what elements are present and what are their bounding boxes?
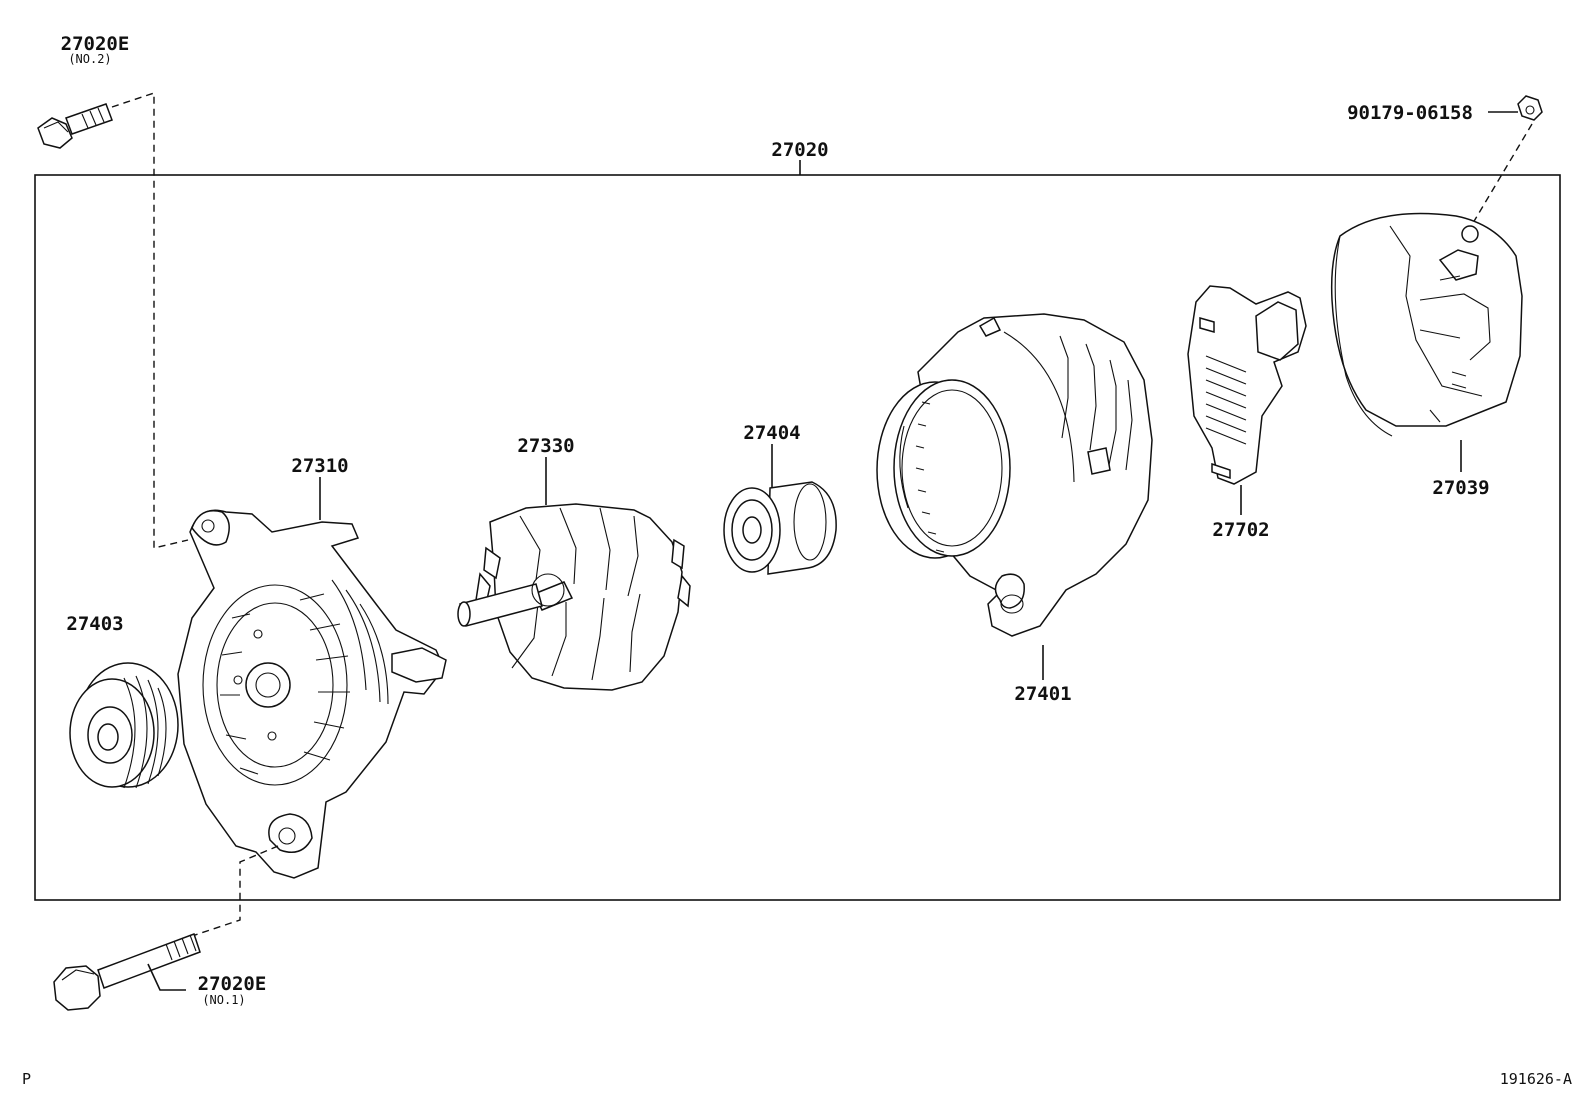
drive-end-frame-number: 27310 <box>291 455 348 477</box>
bearing-drawing <box>723 481 837 575</box>
footer-left-mark: P <box>22 1070 31 1088</box>
screw-90179-dashed-path <box>1469 123 1533 229</box>
stator-frame-drawing <box>876 313 1153 637</box>
pulley-drawing <box>69 662 179 789</box>
screw-90179-number: 90179-06158 <box>1347 102 1473 124</box>
rotor-drawing <box>457 503 691 691</box>
bolt-no1-note: (NO.1) <box>202 993 245 1007</box>
drive-end-frame-drawing <box>177 509 447 879</box>
rear-cover-drawing <box>1330 212 1523 437</box>
pulley-number: 27403 <box>66 613 123 635</box>
bolt-no1-leader <box>147 963 186 991</box>
rotor-number: 27330 <box>517 435 574 457</box>
screw-90179-drawing <box>1517 95 1543 121</box>
bolt-no2-dashed-path <box>111 92 189 549</box>
regulator-number: 27702 <box>1212 519 1269 541</box>
bolt-no1-number: 27020E <box>198 973 267 995</box>
bolt-no2-note: (NO.2) <box>68 52 111 66</box>
bolt-no1-dashed-path <box>191 845 279 937</box>
assembly-frame <box>34 174 1561 901</box>
regulator-drawing <box>1187 285 1307 485</box>
bolt-no2-number: 27020E <box>61 33 130 55</box>
bearing-number: 27404 <box>743 422 800 444</box>
stator-frame-number: 27401 <box>1014 683 1071 705</box>
bolt-no1-drawing <box>53 933 201 1011</box>
assembly-label: 27020 <box>771 139 828 161</box>
rear-cover-number: 27039 <box>1432 477 1489 499</box>
footer-illustration-code: 191626-A <box>1500 1070 1572 1088</box>
bolt-no2-drawing <box>37 103 113 149</box>
